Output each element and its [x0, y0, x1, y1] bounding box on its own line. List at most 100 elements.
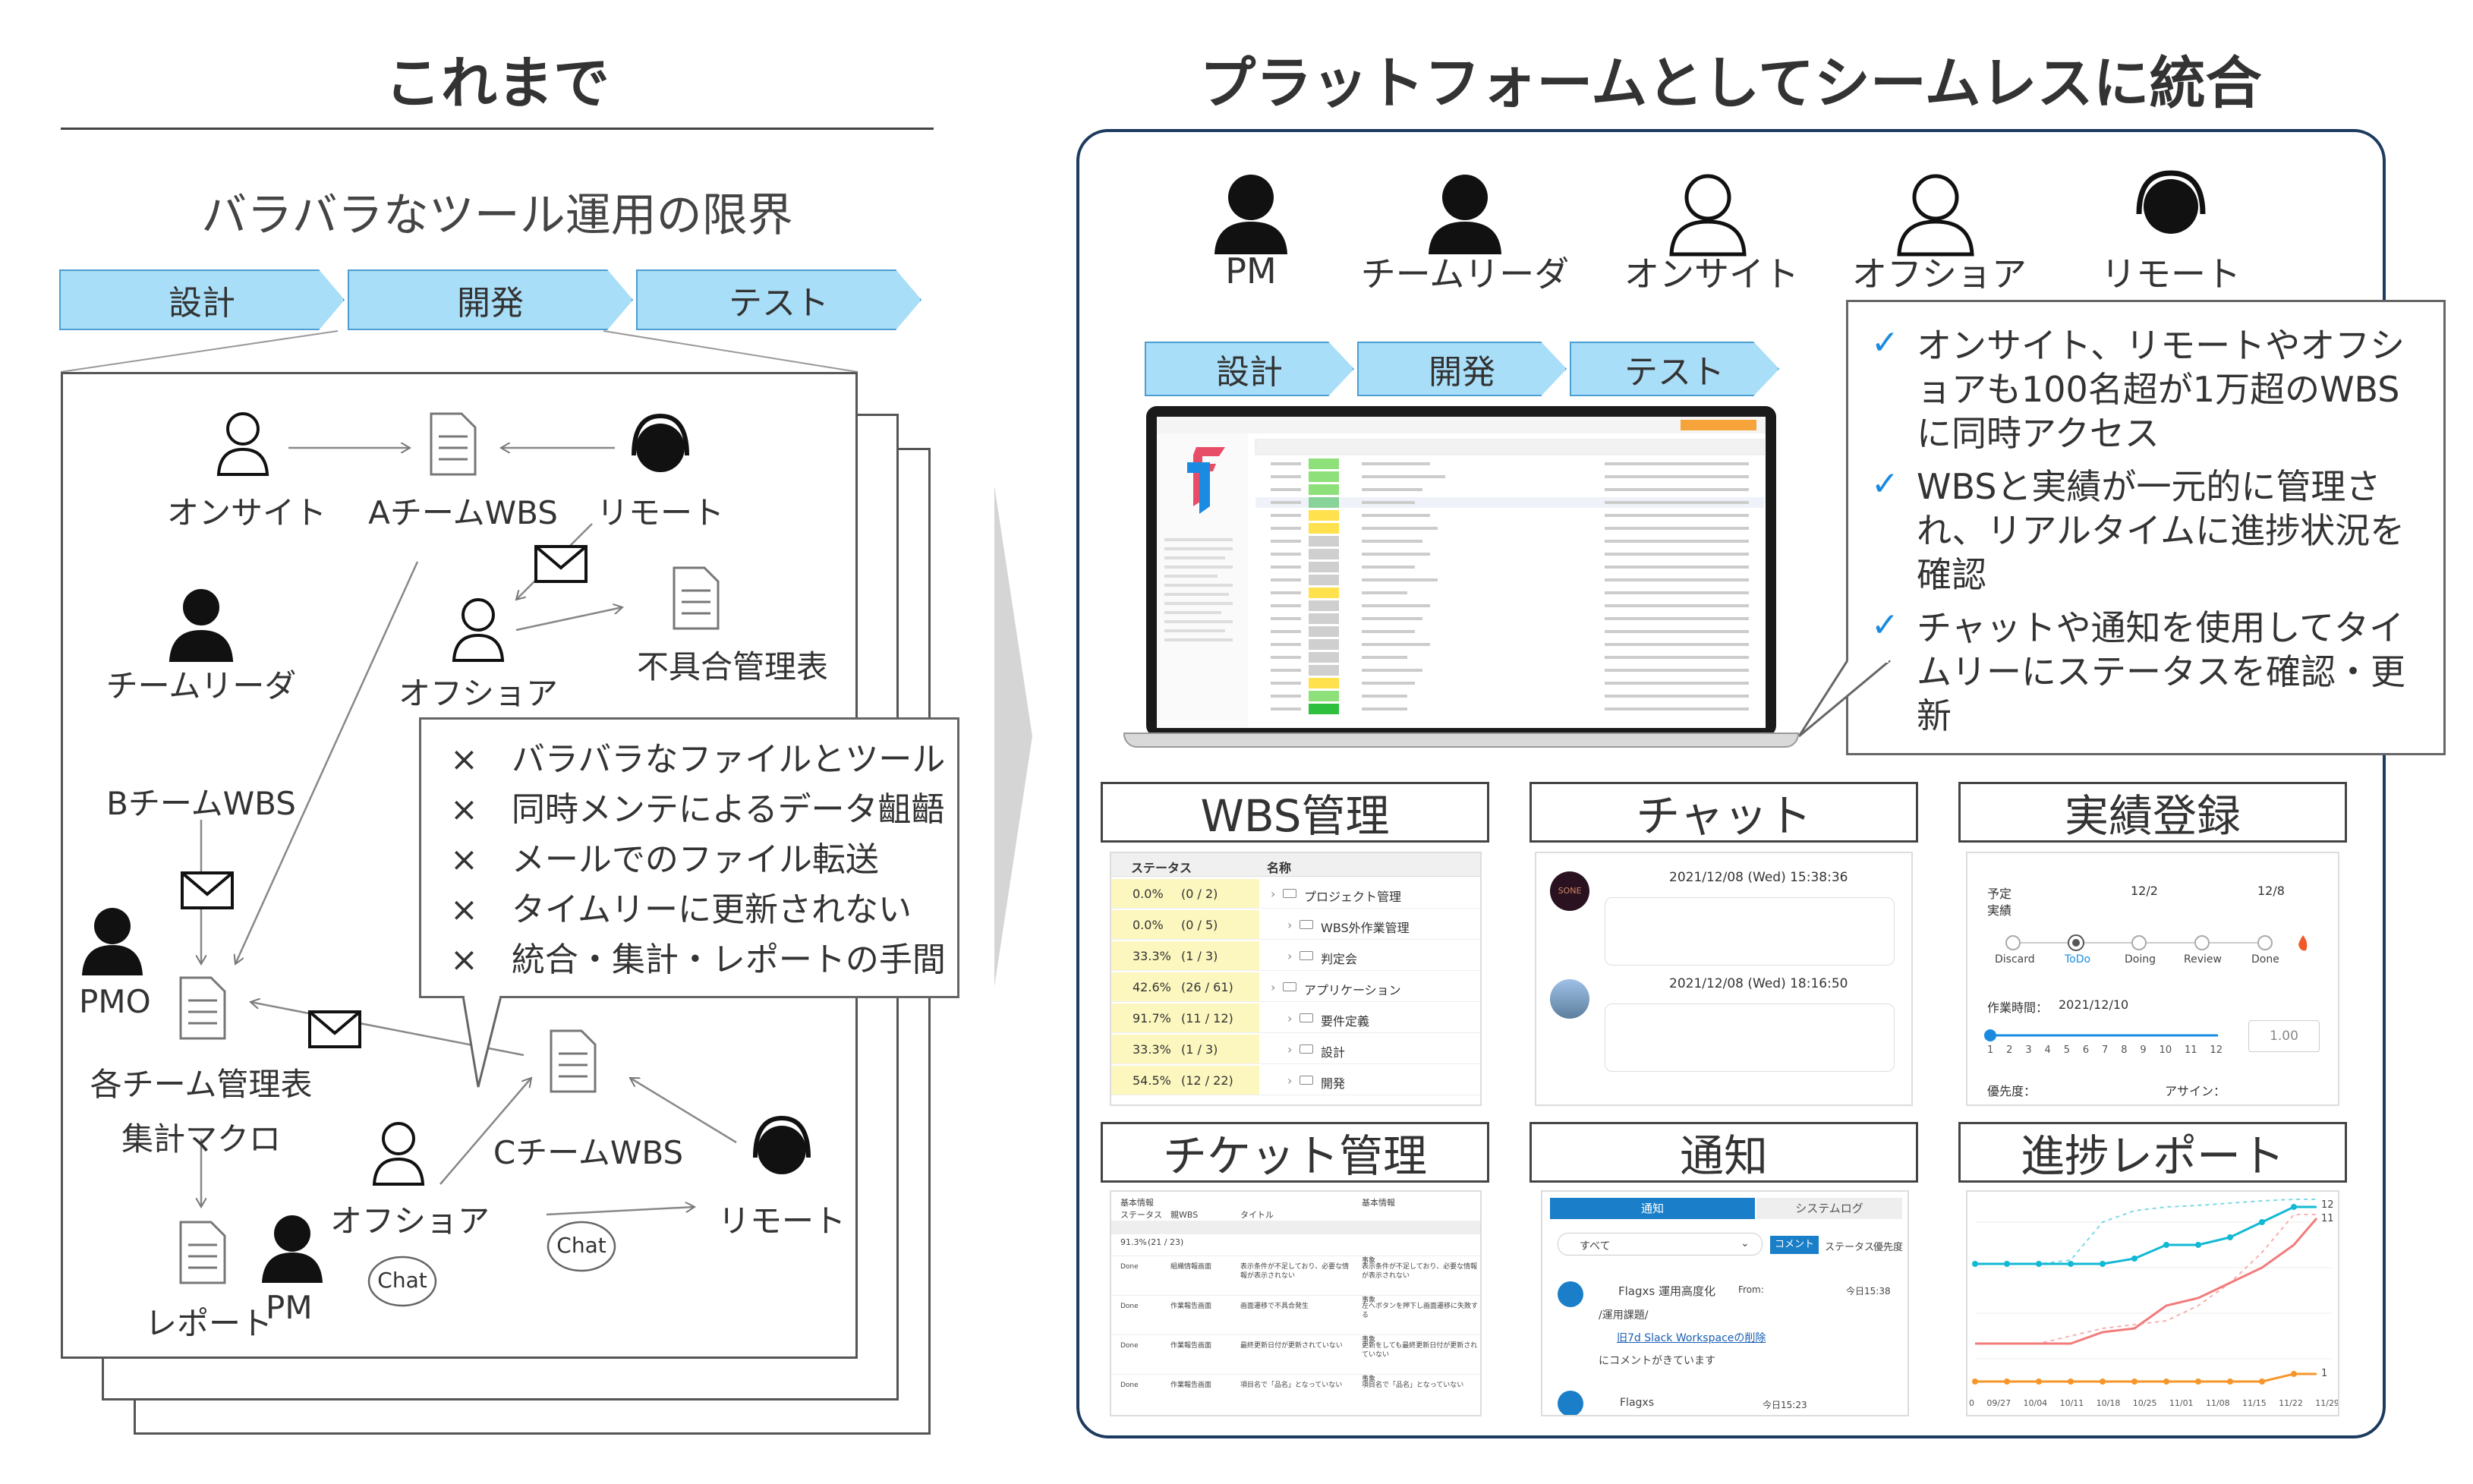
scale-tick: 3 [2025, 1044, 2032, 1056]
wbs-pct: 54.5% [1133, 1073, 1171, 1088]
phase-design-right: 設計 [1145, 342, 1354, 396]
phase-dev: 開発 [348, 269, 633, 330]
label-pmo: PMO [79, 983, 151, 1020]
role-pm: PM [1225, 250, 1277, 291]
tab-notice[interactable]: 通知 [1550, 1198, 1755, 1219]
hours-input[interactable]: 1.00 [2248, 1020, 2320, 1052]
notice-item-title[interactable]: Flagxs 運用高度化 [1618, 1284, 1715, 1298]
benefit-item: ✓ オンサイト、リモートやオフショアも100名超が1万超のWBSに同時アクセス [1871, 323, 2421, 455]
step-discard[interactable]: Discard [1995, 953, 2035, 966]
wbs-count: (12 / 22) [1181, 1073, 1233, 1088]
work-date[interactable]: 2021/12/10 [2059, 997, 2129, 1012]
ticket-subject: 事象 [1362, 1336, 1376, 1344]
folder-icon [1300, 920, 1313, 929]
ticket-status: Done [1120, 1342, 1139, 1350]
step-doing[interactable]: Doing [2125, 953, 2156, 966]
chevron-right-icon[interactable]: › [1271, 887, 1276, 901]
headset-icons [632, 413, 811, 1174]
role-remote: リモート [2101, 254, 2241, 295]
wbs-thumb-header: ステータス 名称 [1111, 853, 1480, 877]
ticket-desc: 表示条件が不足しており、必要な情報が表示されない [1362, 1263, 1478, 1280]
left-subtitle: バラバラなツール運用の限界 [201, 189, 793, 242]
wbs-row[interactable]: 33.3%(1 / 3)›設計 [1111, 1035, 1480, 1064]
role-offshore: オフショア [1852, 254, 2027, 295]
ticket-desc: 項目名で「品名」となっていない [1362, 1382, 1464, 1389]
wbs-name: 要件定義 [1321, 1014, 1370, 1029]
wbs-name: 設計 [1321, 1045, 1346, 1060]
chevron-right-icon[interactable]: › [1271, 980, 1276, 994]
wbs-row[interactable]: 42.6%(26 / 61)›アプリケーション [1111, 972, 1480, 1002]
label-a-wbs: AチームWBS [368, 494, 558, 531]
check-icon: ✓ [1871, 606, 1899, 644]
feature-ticket: チケット管理 [1101, 1122, 1489, 1183]
wbs-row[interactable]: 33.3%(1 / 3)›判定会 [1111, 941, 1480, 971]
step-todo[interactable]: ToDo [2065, 953, 2091, 966]
notice-link[interactable]: 旧7d Slack Workspaceの削除 [1617, 1332, 1766, 1344]
ticket-col-title: タイトル [1240, 1210, 1274, 1220]
chip-priority[interactable]: 優先度 [1873, 1242, 1904, 1253]
wbs-name: 開発 [1321, 1076, 1346, 1091]
folder-icon [1283, 889, 1296, 898]
date-1: 12/2 [2131, 884, 2158, 898]
hours-slider[interactable] [1983, 1028, 2226, 1043]
role-icons [1214, 170, 2206, 257]
wbs-row[interactable]: 0.0%(0 / 5)›WBS外作業管理 [1111, 910, 1480, 940]
chat-stamp-1: 2021/12/08 (Wed) 15:38:36 [1669, 870, 1848, 885]
benefit-text: WBSと実績が一元的に管理され、リアルタイムに進捗状況を確認 [1917, 466, 2405, 595]
wbs-pct: 91.7% [1133, 1011, 1171, 1026]
wbs-pct: 0.0% [1133, 887, 1164, 901]
wbs-row[interactable]: 54.5% (12 / 22) › 開発 [1111, 1066, 1480, 1095]
notice-path: /運用課題/ [1599, 1309, 1649, 1322]
label-remote-2: リモート [717, 1202, 846, 1240]
folder-icon [1300, 1044, 1313, 1054]
x-tick-label: 11/29 [2315, 1398, 2339, 1408]
wbs-status-cell [1111, 1004, 1259, 1032]
label-team-sheets: 各チーム管理表 [90, 1066, 313, 1103]
wbs-name: WBS外作業管理 [1321, 921, 1410, 935]
chevron-right-icon[interactable]: › [1287, 1073, 1293, 1088]
problem-item: × タイムリーに更新されない [450, 890, 912, 929]
tab-system-log[interactable]: システムログ [1756, 1198, 1902, 1219]
chip-comment[interactable]: コメント [1770, 1236, 1819, 1254]
step-done[interactable]: Done [2251, 953, 2279, 966]
ticket-thumb: 基本情報 基本情報 ステータス 親WBS タイトル 91.3% (21 / 23… [1110, 1190, 1482, 1416]
ticket-filter-row [1111, 1221, 1480, 1234]
chevron-right-icon[interactable]: › [1287, 949, 1293, 963]
chat-bubble-2: Chat [556, 1233, 606, 1258]
wbs-count: (11 / 12) [1181, 1011, 1233, 1026]
chevron-right-icon[interactable]: › [1287, 1011, 1293, 1026]
notice-filter-select[interactable]: すべて ⌄ [1558, 1233, 1763, 1256]
scale-tick: 12 [2210, 1044, 2223, 1056]
work-time-label: 作業時間： [1987, 1000, 2049, 1015]
feature-chat: チャット [1529, 782, 1918, 843]
role-team-leader: チームリーダ [1360, 254, 1570, 295]
wbs-row[interactable]: 91.7% (11 / 12) › 要件定義 [1111, 1004, 1480, 1033]
chevron-right-icon[interactable]: › [1287, 918, 1293, 932]
status-stepper[interactable] [1967, 929, 2339, 959]
comment-icon [1558, 1281, 1583, 1307]
step-review[interactable]: Review [2184, 953, 2222, 966]
notice-item2[interactable]: Flagxs [1620, 1397, 1654, 1409]
wbs-row[interactable]: 0.0%(0 / 2)›プロジェクト管理 [1111, 879, 1480, 909]
check-icon: ✓ [1871, 323, 1899, 362]
chip-status[interactable]: ステータス [1825, 1242, 1875, 1253]
benefit-text: チャットや通知を使用してタイムリーにステータスを確認・更新 [1917, 607, 2405, 736]
x-tick-label: 11/15 [2242, 1398, 2267, 1408]
scale-tick: 7 [2102, 1044, 2109, 1056]
chevron-right-icon[interactable]: › [1287, 1042, 1293, 1057]
wbs-status-cell [1111, 1066, 1259, 1095]
label-pm-left: PM [266, 1289, 313, 1326]
role-onsite: オンサイト [1624, 254, 1799, 295]
x-tick-label: 0 [1969, 1398, 1974, 1408]
app-rows [1255, 458, 1764, 714]
laptop [1123, 406, 1799, 748]
label-report: レポート [144, 1305, 273, 1342]
wbs-pct: 33.3% [1133, 1042, 1171, 1057]
notice-date-2: 今日15:23 [1763, 1400, 1807, 1410]
